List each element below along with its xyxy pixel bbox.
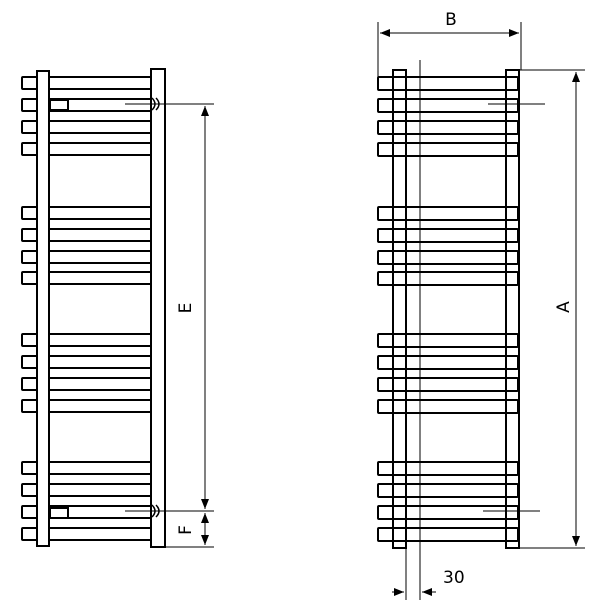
front-tube — [377, 461, 519, 476]
side-tube — [48, 377, 152, 391]
side-tubes — [48, 76, 152, 541]
side-tube — [48, 333, 152, 347]
front-view — [377, 69, 520, 549]
side-tube-stubs — [21, 76, 38, 541]
side-tube-stub — [21, 98, 38, 112]
side-tube-stub — [21, 377, 38, 391]
side-tube — [48, 120, 152, 134]
side-tube — [48, 505, 152, 519]
side-tube-stub — [21, 461, 38, 475]
front-tube — [377, 505, 519, 520]
front-tube — [377, 483, 519, 498]
side-tube-stub — [21, 505, 38, 519]
front-tube — [377, 527, 519, 542]
front-left-collector — [392, 69, 407, 549]
front-right-collector — [505, 69, 520, 549]
front-tube — [377, 76, 519, 91]
side-tube — [48, 98, 152, 112]
side-rear-rail — [36, 70, 50, 547]
front-tube — [377, 333, 519, 348]
side-tube — [48, 250, 152, 264]
front-tube — [377, 228, 519, 243]
side-tube-stub — [21, 355, 38, 369]
front-tube — [377, 399, 519, 414]
side-tube-stub — [21, 120, 38, 134]
front-dimension-b — [377, 22, 522, 82]
side-tube — [48, 399, 152, 413]
side-tube-stub — [21, 399, 38, 413]
side-tube-stub — [21, 142, 38, 156]
front-tube — [377, 377, 519, 392]
front-tube — [377, 142, 519, 157]
side-tube — [48, 483, 152, 497]
side-tube — [48, 527, 152, 541]
side-view — [21, 68, 170, 548]
dimension-label-30: 30 — [443, 568, 465, 588]
side-tube — [48, 271, 152, 285]
dimension-label-b: B — [445, 10, 457, 30]
side-tube-stub — [21, 206, 38, 220]
front-tube — [377, 271, 519, 286]
side-pipe-connections — [151, 97, 160, 518]
front-center-lines — [419, 60, 545, 590]
side-tube — [48, 461, 152, 475]
side-tube — [48, 355, 152, 369]
side-wall-brackets — [49, 99, 69, 519]
side-tube-stub — [21, 333, 38, 347]
front-tubes — [377, 76, 519, 542]
side-tube-stub — [21, 483, 38, 497]
side-tube — [48, 228, 152, 242]
side-tube — [48, 142, 152, 156]
front-tube — [377, 98, 519, 113]
side-tube-stub — [21, 228, 38, 242]
dimension-label-f: F — [176, 525, 196, 535]
front-tube — [377, 355, 519, 370]
side-tube-stub — [21, 527, 38, 541]
side-dimensions — [165, 103, 214, 548]
side-front-rail — [150, 68, 166, 548]
side-tube — [48, 76, 152, 90]
front-tube — [377, 120, 519, 135]
dimension-label-a: A — [554, 301, 574, 313]
front-dimension-a — [519, 69, 585, 549]
side-tube-stub — [21, 76, 38, 90]
side-tube — [48, 206, 152, 220]
front-tube — [377, 250, 519, 265]
dimension-label-e: E — [176, 303, 196, 314]
side-tube-stub — [21, 250, 38, 264]
front-dimension-30 — [392, 548, 436, 600]
front-tube — [377, 206, 519, 221]
side-tube-stub — [21, 271, 38, 285]
